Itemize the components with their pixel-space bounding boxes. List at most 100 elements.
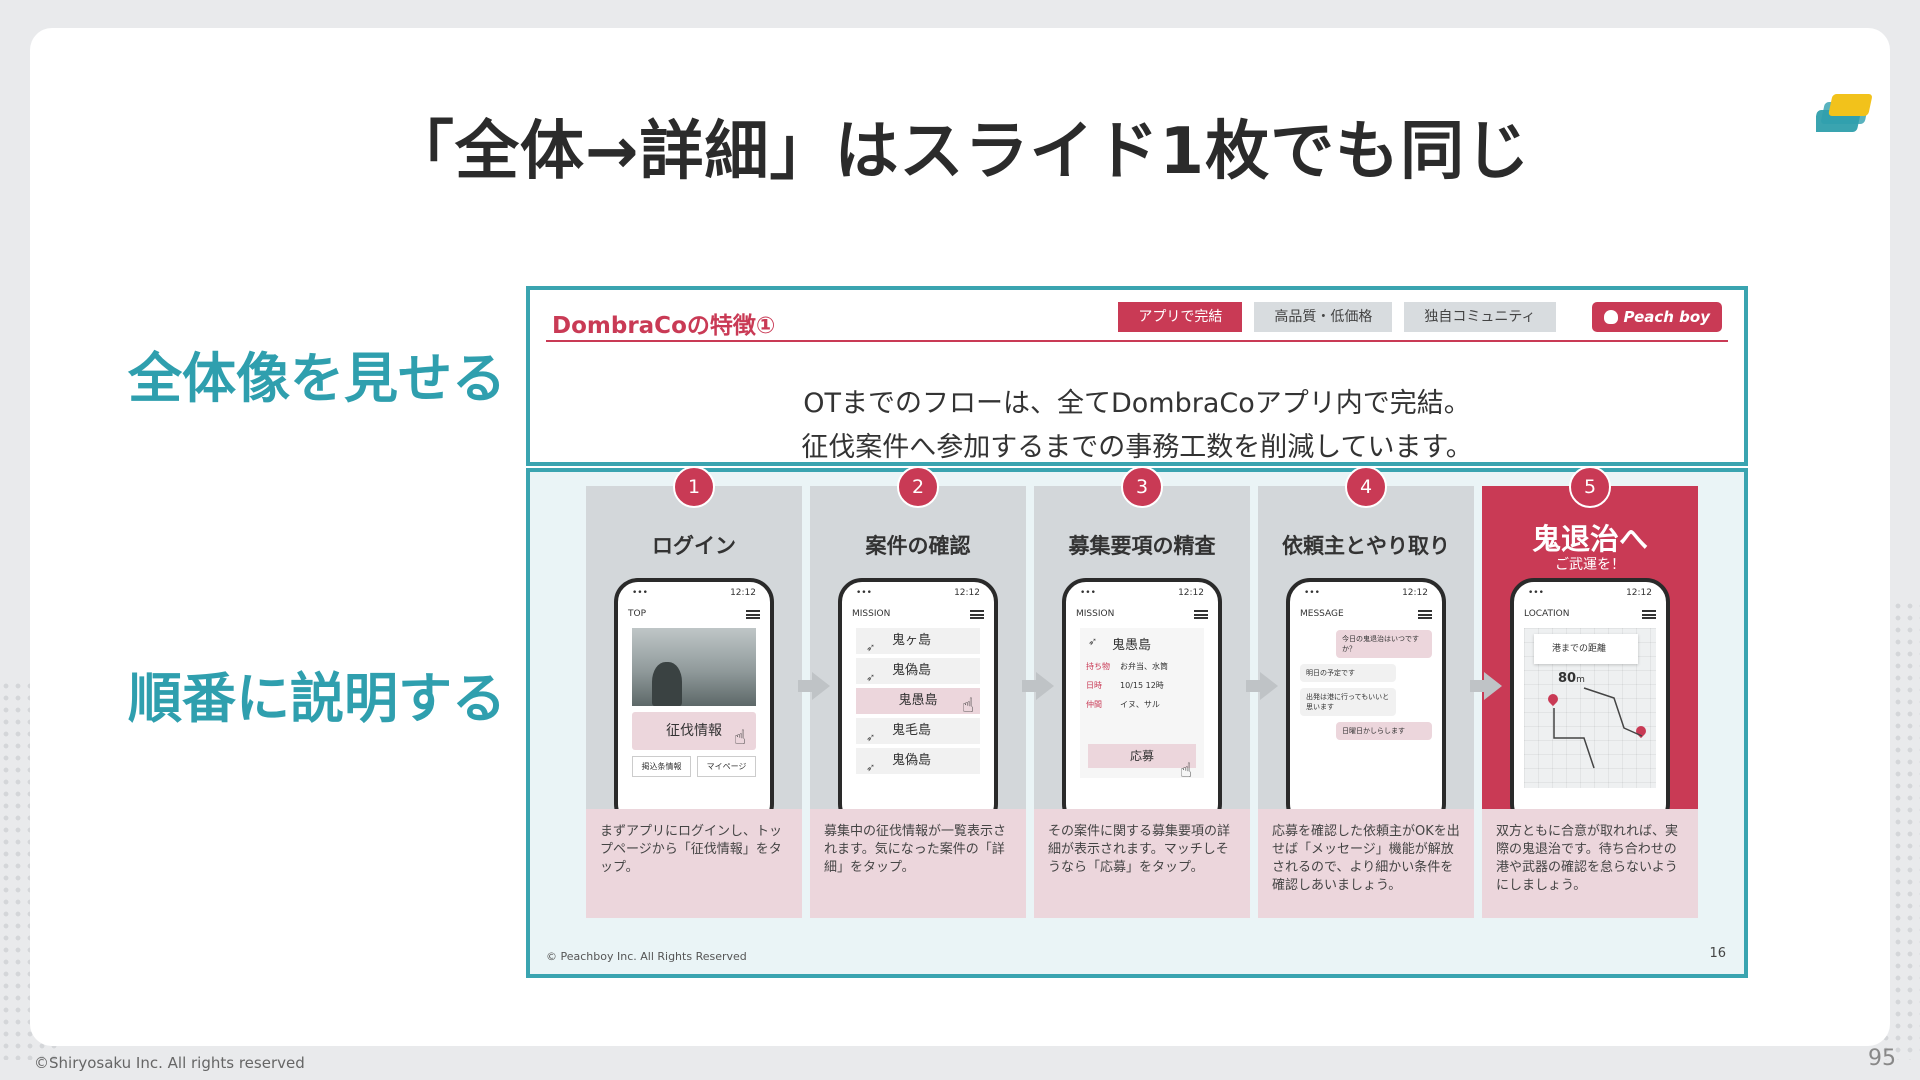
app-bar-title: MISSION [1076, 609, 1114, 619]
apply-button: 応募☝ [1088, 744, 1196, 768]
app-bar-title: MESSAGE [1300, 609, 1344, 619]
status-bar: •••12:12 [842, 582, 994, 604]
brand-name: Peach boy [1624, 302, 1711, 332]
page-number: 95 [1868, 1046, 1896, 1071]
detail-key: 仲間 [1086, 699, 1110, 710]
status-time: 12:12 [1178, 588, 1204, 604]
status-time: 12:12 [954, 588, 980, 604]
map-view: 港までの距離80m [1524, 628, 1656, 788]
tab-app-complete: アプリで完結 [1118, 302, 1242, 332]
inner-copyright: © Peachboy Inc. All Rights Reserved [546, 950, 747, 963]
app-bar: TOP [618, 604, 770, 624]
step-label: ログイン [586, 530, 802, 560]
detail-row: 仲間イヌ、サル [1086, 699, 1198, 710]
copyright: ©Shiryosaku Inc. All rights reserved [34, 1054, 305, 1072]
tab-community: 独自コミュニティ [1404, 302, 1555, 332]
detail-value: イヌ、サル [1120, 699, 1160, 710]
mini-row: 掲込条情報 マイページ [632, 756, 756, 777]
step-number: 1 [673, 466, 715, 508]
menu-icon [1418, 610, 1432, 619]
step-visual: 案件の確認 •••12:12 MISSION ➶鬼ヶ島 ➶鬼偽島 鬼愚島☝ ➶鬼… [810, 486, 1026, 809]
phone-button: 征伐情報☝ [632, 712, 756, 750]
list-item: ➶鬼偽島 [856, 748, 980, 774]
label-order: 順番に説明する [128, 654, 506, 733]
status-bar: •••12:12 [1514, 582, 1666, 604]
step-subtitle: ご武運を！ [1482, 554, 1698, 574]
list-item: ➶鬼ヶ島 [856, 628, 980, 654]
step-label: 依頼主とやり取り [1258, 530, 1474, 560]
detail-key: 持ち物 [1086, 661, 1110, 672]
arrow-right-icon [1260, 672, 1278, 700]
status-time: 12:12 [1402, 588, 1428, 604]
arrow-right-icon [812, 672, 830, 700]
step-label: 募集要項の精査 [1034, 530, 1250, 560]
tab-bar: アプリで完結 高品質・低価格 独自コミュニティ Peach boy [1118, 302, 1722, 332]
step-visual: 依頼主とやり取り •••12:12 MESSAGE 今日の鬼退治はいつですか？ … [1258, 486, 1474, 809]
status-bar: •••12:12 [618, 582, 770, 604]
menu-icon [970, 610, 984, 619]
app-bar: MISSION [842, 604, 994, 624]
detail-row: 持ち物お弁当、水筒 [1086, 661, 1198, 672]
step-3: 3 募集要項の精査 •••12:12 MISSION ➶鬼愚島 持ち物お弁当、水… [1034, 486, 1250, 918]
step-4: 4 依頼主とやり取り •••12:12 MESSAGE 今日の鬼退治はいつですか… [1258, 486, 1474, 918]
menu-icon [746, 610, 760, 619]
inner-title: DombraCoの特徴① [552, 306, 775, 340]
status-bar: •••12:12 [1290, 582, 1442, 604]
phone-mockup: •••12:12 MISSION ➶鬼ヶ島 ➶鬼偽島 鬼愚島☝ ➶鬼毛島 ➶鬼偽… [838, 578, 998, 809]
step-visual: 募集要項の精査 •••12:12 MISSION ➶ 鬼愚島 持ち物お弁当、水筒 … [1034, 486, 1250, 809]
step-label: 鬼退治へ [1482, 516, 1698, 558]
headline-line-2: 征伐案件へ参加するまでの事務工数を削減しています。 [530, 426, 1744, 470]
message-bubble: 日曜日かしらします [1336, 722, 1432, 740]
message-bubble: 出発は港に行ってもいいと思います [1300, 688, 1396, 716]
phone-mockup: •••12:12 MESSAGE 今日の鬼退治はいつですか？ 明日の予定です 出… [1286, 578, 1446, 809]
status-bar: •••12:12 [1066, 582, 1218, 604]
step-number: 2 [897, 466, 939, 508]
arrow-right-icon [1036, 672, 1054, 700]
list-item: ➶鬼偽島 [856, 658, 980, 684]
step-label: 案件の確認 [810, 530, 1026, 560]
app-bar-title: TOP [628, 609, 646, 619]
hand-pointer-icon: ☝ [962, 692, 974, 718]
tab-quality-price: 高品質・低価格 [1254, 302, 1392, 332]
slide-title: 「全体→詳細」はスライド1枚でも同じ [0, 100, 1920, 192]
overview-box: DombraCoの特徴① アプリで完結 高品質・低価格 独自コミュニティ Pea… [526, 286, 1748, 466]
app-bar: MISSION [1066, 604, 1218, 624]
detail-title-text: 鬼愚島 [1112, 638, 1151, 653]
status-time: 12:12 [730, 588, 756, 604]
steps-box: 1 ログイン •••12:12 TOP 征伐情報☝ 掲込条情報 マイページ ま [526, 468, 1748, 978]
hand-pointer-icon: ☝ [734, 718, 746, 756]
detail-value: お弁当、水筒 [1120, 661, 1168, 672]
app-bar: MESSAGE [1290, 604, 1442, 624]
app-bar-title: LOCATION [1524, 609, 1570, 619]
step-number: 3 [1121, 466, 1163, 508]
headline: OTまでのフローは、全てDombraCoアプリ内で完結。 征伐案件へ参加するまで… [530, 382, 1744, 470]
message-bubble: 明日の予定です [1300, 664, 1396, 682]
step-2: 2 案件の確認 •••12:12 MISSION ➶鬼ヶ島 ➶鬼偽島 鬼愚島☝ … [810, 486, 1026, 918]
peach-icon [1604, 310, 1618, 324]
step-visual: ログイン •••12:12 TOP 征伐情報☝ 掲込条情報 マイページ [586, 486, 802, 809]
phone-button-label: 征伐情報 [666, 723, 722, 739]
bow-icon: ➶ [866, 755, 875, 781]
step-5: 5 鬼退治へ ご武運を！ •••12:12 LOCATION 港までの距離80m [1482, 486, 1698, 918]
detail-key: 日時 [1086, 680, 1110, 691]
menu-icon [1194, 610, 1208, 619]
bow-icon: ➶ [1088, 635, 1097, 648]
status-time: 12:12 [1626, 588, 1652, 604]
menu-icon [1642, 610, 1656, 619]
message-bubble: 今日の鬼退治はいつですか？ [1336, 630, 1432, 658]
peach-boy-logo: Peach boy [1592, 302, 1723, 332]
mini-button: 掲込条情報 [632, 756, 691, 777]
step-number: 5 [1569, 466, 1611, 508]
list-item-label: 鬼ヶ島 [892, 633, 931, 648]
step-visual: 鬼退治へ ご武運を！ •••12:12 LOCATION 港までの距離80m [1482, 486, 1698, 809]
step-number: 4 [1345, 466, 1387, 508]
step-desc: 募集中の征伐情報が一覧表示されます。気になった案件の「詳細」をタップ。 [810, 809, 1026, 918]
list-item-label: 鬼偽島 [892, 753, 931, 768]
inner-page-number: 16 [1709, 946, 1726, 961]
steps-row: 1 ログイン •••12:12 TOP 征伐情報☝ 掲込条情報 マイページ ま [586, 486, 1698, 918]
arrow-right-icon [1484, 672, 1502, 700]
phone-mockup: •••12:12 LOCATION 港までの距離80m [1510, 578, 1670, 809]
detail-row: 日時10/15 12時 [1086, 680, 1198, 691]
